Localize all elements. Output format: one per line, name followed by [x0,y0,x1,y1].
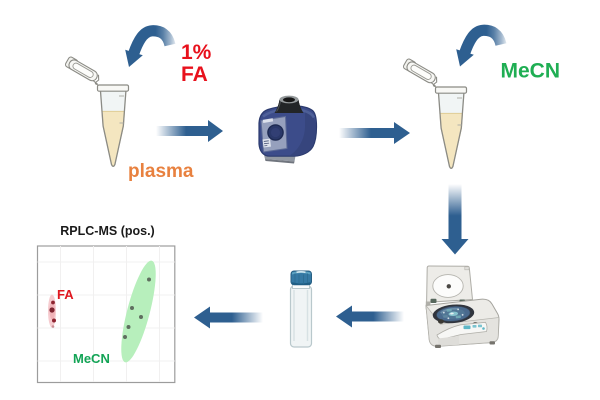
svg-text:RPLC-MS (pos.): RPLC-MS (pos.) [60,224,154,238]
svg-text:1%: 1% [181,41,212,64]
svg-text:MeCN: MeCN [501,60,561,83]
svg-text:MeCN: MeCN [73,351,110,366]
svg-text:plasma: plasma [128,161,194,182]
svg-text:FA: FA [181,63,208,86]
svg-text:FA: FA [57,287,74,302]
